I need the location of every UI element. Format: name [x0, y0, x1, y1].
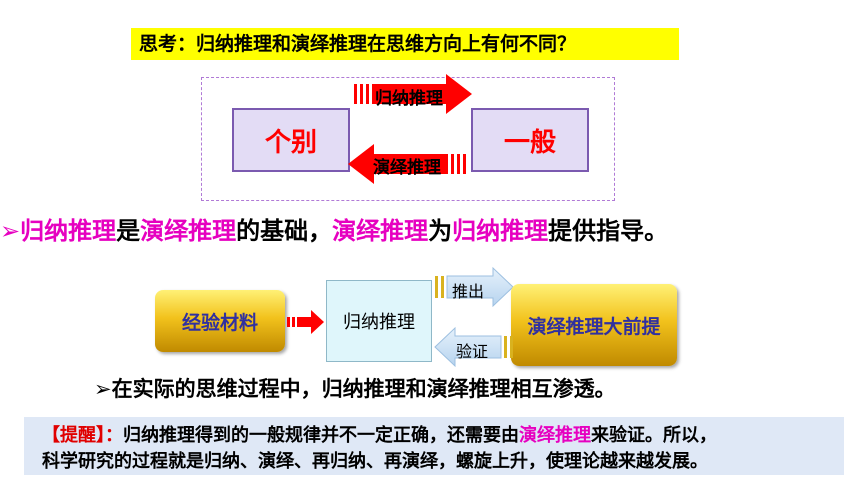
reminder-box: 【提醒】：归纳推理得到的一般规律并不一定正确，还需要由演绎推理来验证。所以， 科… [24, 417, 844, 475]
principle-sentence: ➢归纳推理是演绎推理的基础，演绎推理为归纳推理提供指导。 [0, 213, 860, 249]
induction-arrow-right [354, 74, 472, 114]
principle-deduction-1: 演绎推理 [140, 217, 237, 245]
reminder-deduction: 演绎推理 [519, 425, 591, 446]
induction-arrow-label: 归纳推理 [375, 89, 443, 109]
particular-node: 个别 [232, 108, 350, 172]
principle-bullet: ➢ [0, 217, 21, 245]
reminder-line-2: 科学研究的过程就是归纳、演绎、再归纳、再演绎，螺旋上升，使理论越来越发展。 [42, 451, 708, 472]
push-out-label: 推出 [452, 282, 485, 301]
principle-induction-1: 归纳推理 [20, 217, 117, 245]
reminder-tag: 【提醒】： [42, 425, 123, 446]
question-banner: 思考：归纳推理和演绎推理在思维方向上有何不同？ [131, 28, 679, 60]
direction-diagram-frame [201, 77, 615, 201]
experience-material-box: 经验材料 [155, 290, 285, 352]
principle-text-for: 为 [428, 217, 453, 245]
experience-to-induction-arrow [287, 310, 324, 334]
verify-label: 验证 [456, 342, 489, 361]
deduction-arrow-stripes [451, 154, 466, 174]
principle-induction-2: 归纳推理 [452, 217, 549, 245]
reminder-text-c: 来验证。所以， [591, 425, 717, 446]
induction-box: 归纳推理 [326, 280, 432, 362]
principle-text-guide: 提供指导。 [548, 217, 669, 245]
reminder-line-1: 【提醒】：归纳推理得到的一般规律并不一定正确，还需要由演绎推理来验证。所以， [42, 423, 844, 449]
principle-text-basis: 的基础， [236, 217, 333, 245]
interpenetrate-sentence: ➢在实际的思维过程中，归纳推理和演绎推理相互渗透。 [94, 377, 616, 401]
general-node: 一般 [471, 108, 589, 172]
verify-arrow [434, 326, 513, 368]
induction-arrow-stripes [354, 84, 369, 104]
principle-text-is: 是 [116, 217, 141, 245]
deduction-arrow-head [348, 144, 448, 184]
deduction-arrow-left [348, 144, 466, 184]
deduction-arrow-label: 演绎推理 [373, 158, 441, 178]
push-out-arrow [435, 266, 514, 308]
deduction-premise-box: 演绎推理大前提 [511, 284, 677, 366]
reminder-text-a: 归纳推理得到的一般规律并不一定正确，还需要由 [123, 425, 519, 446]
principle-deduction-2: 演绎推理 [332, 217, 429, 245]
induction-arrow-head [372, 74, 472, 114]
